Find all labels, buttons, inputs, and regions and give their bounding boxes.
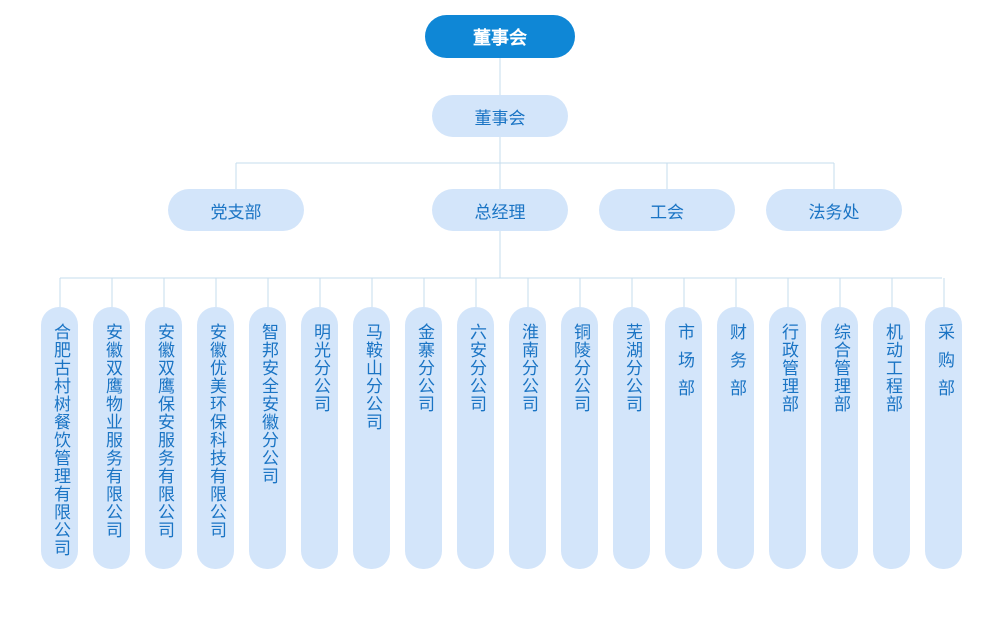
general-manager-node: 总经理 xyxy=(432,189,568,231)
unit-label: 安徽双鹰保安服务有限公司 xyxy=(154,323,174,539)
unit-node-tongling: 铜陵分公司 xyxy=(561,307,598,569)
general-manager-label: 总经理 xyxy=(474,202,526,223)
unit-label: 铜陵分公司 xyxy=(570,323,590,413)
legal-office-node: 法务处 xyxy=(766,189,902,231)
board-node: 董事会 xyxy=(432,95,568,137)
top-board-node: 董事会 xyxy=(425,15,575,58)
unit-label: 机动工程部 xyxy=(882,323,902,413)
union-node: 工会 xyxy=(599,189,735,231)
unit-label: 采购部 xyxy=(934,323,954,407)
unit-node-jinzhai: 金寨分公司 xyxy=(405,307,442,569)
unit-label: 合肥古村树餐饮管理有限公司 xyxy=(50,323,70,557)
unit-label: 市场部 xyxy=(674,323,694,407)
unit-node-wuhu: 芜湖分公司 xyxy=(613,307,650,569)
unit-node-procurement: 采购部 xyxy=(925,307,962,569)
party-branch-node: 党支部 xyxy=(168,189,304,231)
unit-node-mobile-engineering: 机动工程部 xyxy=(873,307,910,569)
unit-node-finance: 财务部 xyxy=(717,307,754,569)
unit-node-shuangying-security: 安徽双鹰保安服务有限公司 xyxy=(145,307,182,569)
unit-label: 金寨分公司 xyxy=(414,323,434,413)
unit-node-marketing: 市场部 xyxy=(665,307,702,569)
unit-label: 安徽优美环保科技有限公司 xyxy=(206,323,226,539)
unit-label: 行政管理部 xyxy=(778,323,798,413)
party-branch-label: 党支部 xyxy=(210,202,262,223)
unit-node-general-management: 综合管理部 xyxy=(821,307,858,569)
unit-node-administration: 行政管理部 xyxy=(769,307,806,569)
unit-label: 综合管理部 xyxy=(830,323,850,413)
unit-node-huainan: 淮南分公司 xyxy=(509,307,546,569)
unit-label: 安徽双鹰物业服务有限公司 xyxy=(102,323,122,539)
unit-label: 智邦安全安徽分公司 xyxy=(258,323,278,485)
unit-node-youmei-environmental: 安徽优美环保科技有限公司 xyxy=(197,307,234,569)
top-board-label: 董事会 xyxy=(473,27,527,49)
unit-node-hefei-gucunshu: 合肥古村树餐饮管理有限公司 xyxy=(41,307,78,569)
unit-label: 明光分公司 xyxy=(310,323,330,413)
unit-label: 马鞍山分公司 xyxy=(362,323,382,431)
unit-node-luan: 六安分公司 xyxy=(457,307,494,569)
unit-label: 六安分公司 xyxy=(466,323,486,413)
unit-node-shuangying-property: 安徽双鹰物业服务有限公司 xyxy=(93,307,130,569)
unit-node-mingguang: 明光分公司 xyxy=(301,307,338,569)
board-label: 董事会 xyxy=(474,108,526,129)
unit-label: 淮南分公司 xyxy=(518,323,538,413)
unit-node-zhibang-anhui: 智邦安全安徽分公司 xyxy=(249,307,286,569)
legal-office-label: 法务处 xyxy=(808,202,860,223)
union-label: 工会 xyxy=(650,202,684,223)
unit-label: 芜湖分公司 xyxy=(622,323,642,413)
unit-node-maanshan: 马鞍山分公司 xyxy=(353,307,390,569)
connector-level3-drops xyxy=(59,278,945,307)
unit-label: 财务部 xyxy=(726,323,746,407)
